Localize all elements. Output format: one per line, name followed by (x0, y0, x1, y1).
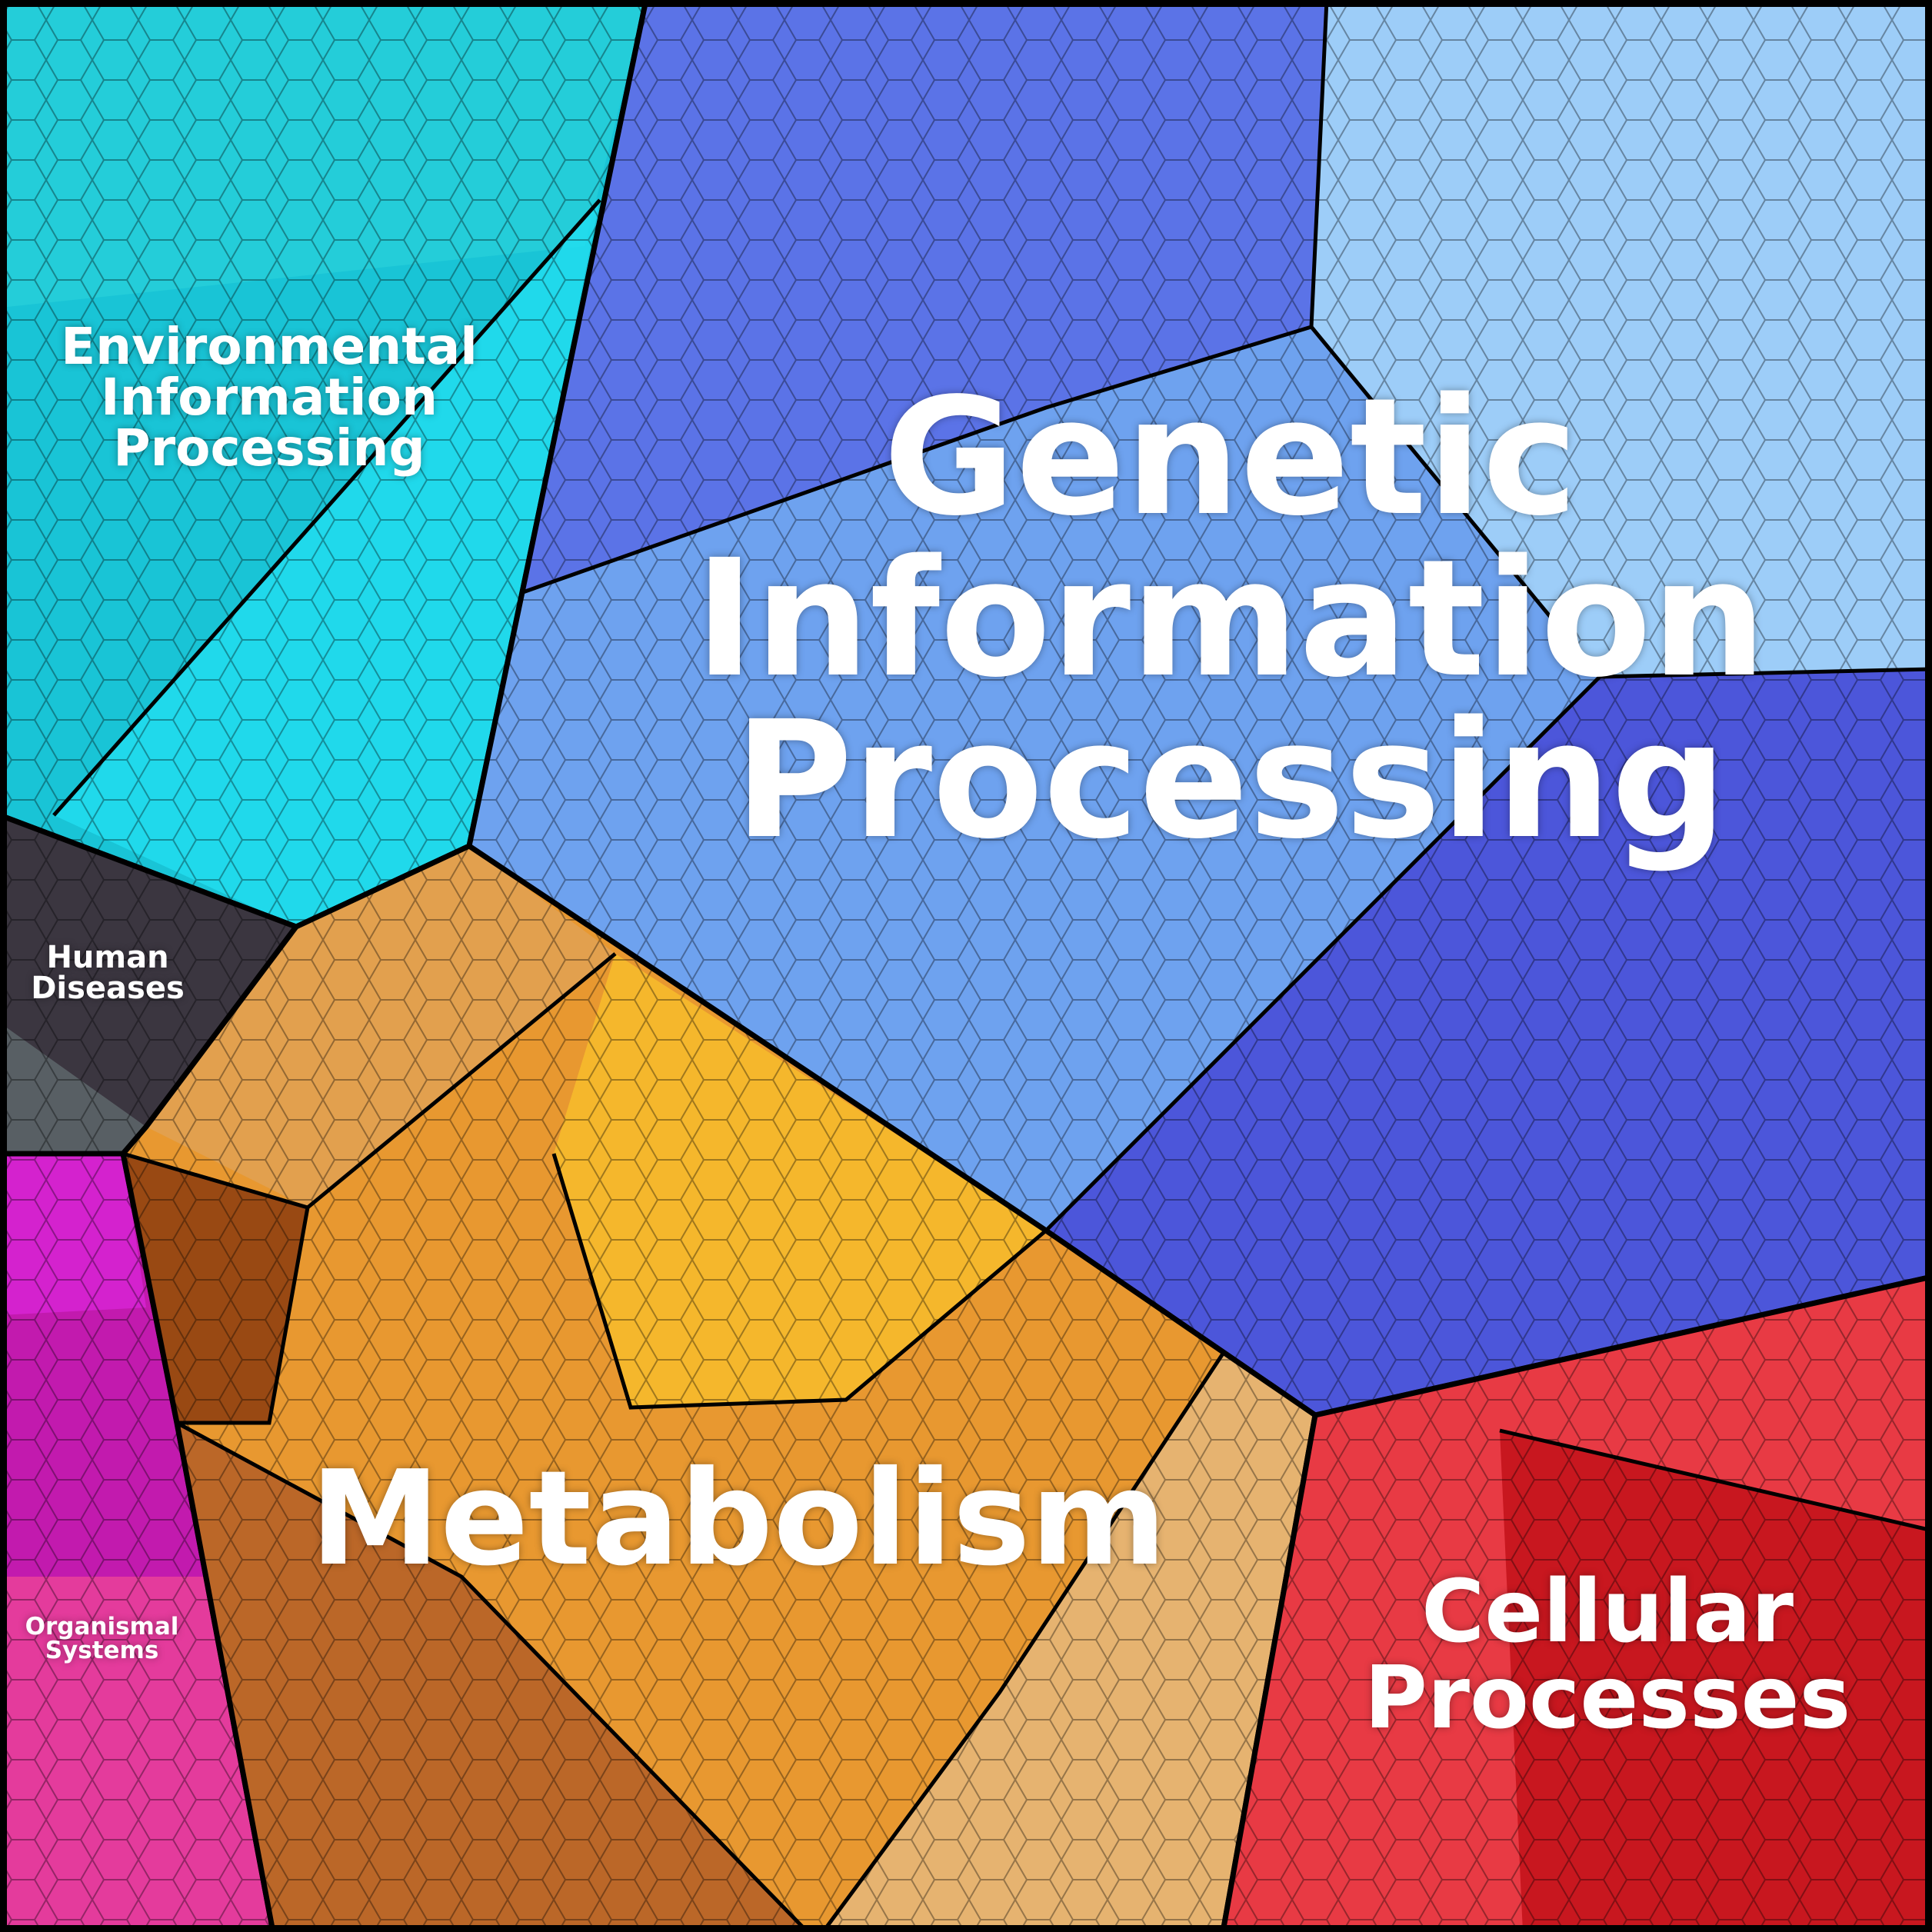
label-line: Metabolism (310, 1443, 1167, 1595)
label-line: Organismal (25, 1613, 179, 1641)
label-line: Information (695, 525, 1767, 713)
region-genetic (466, 0, 1932, 1418)
label-line: Human (46, 940, 169, 975)
region-organismal (0, 1151, 276, 1932)
label-line: Genetic (883, 363, 1578, 551)
label-line: Environmental (61, 317, 478, 376)
label-organismal: Organismal Systems (12, 1615, 192, 1663)
label-line: Processing (113, 418, 425, 478)
label-metabolism: Metabolism (285, 1454, 1192, 1584)
label-human-diseases: Human Diseases (8, 942, 208, 1004)
region-cellular (1220, 1274, 1932, 1932)
label-line: Diseases (31, 971, 185, 1006)
label-line: Information (101, 368, 438, 427)
label-line: Processing (734, 686, 1727, 874)
label-cellular: Cellular Processes (1338, 1569, 1877, 1741)
region-human-diseases (0, 812, 301, 1157)
region-metabolism (120, 842, 1318, 1932)
label-line: Processes (1364, 1648, 1851, 1748)
region-environmental (0, 0, 649, 930)
label-environmental: Environmental Information Processing (31, 321, 508, 474)
label-line: Cellular (1421, 1562, 1794, 1662)
label-genetic: Genetic Information Processing (677, 377, 1784, 861)
label-line: Systems (45, 1637, 159, 1664)
